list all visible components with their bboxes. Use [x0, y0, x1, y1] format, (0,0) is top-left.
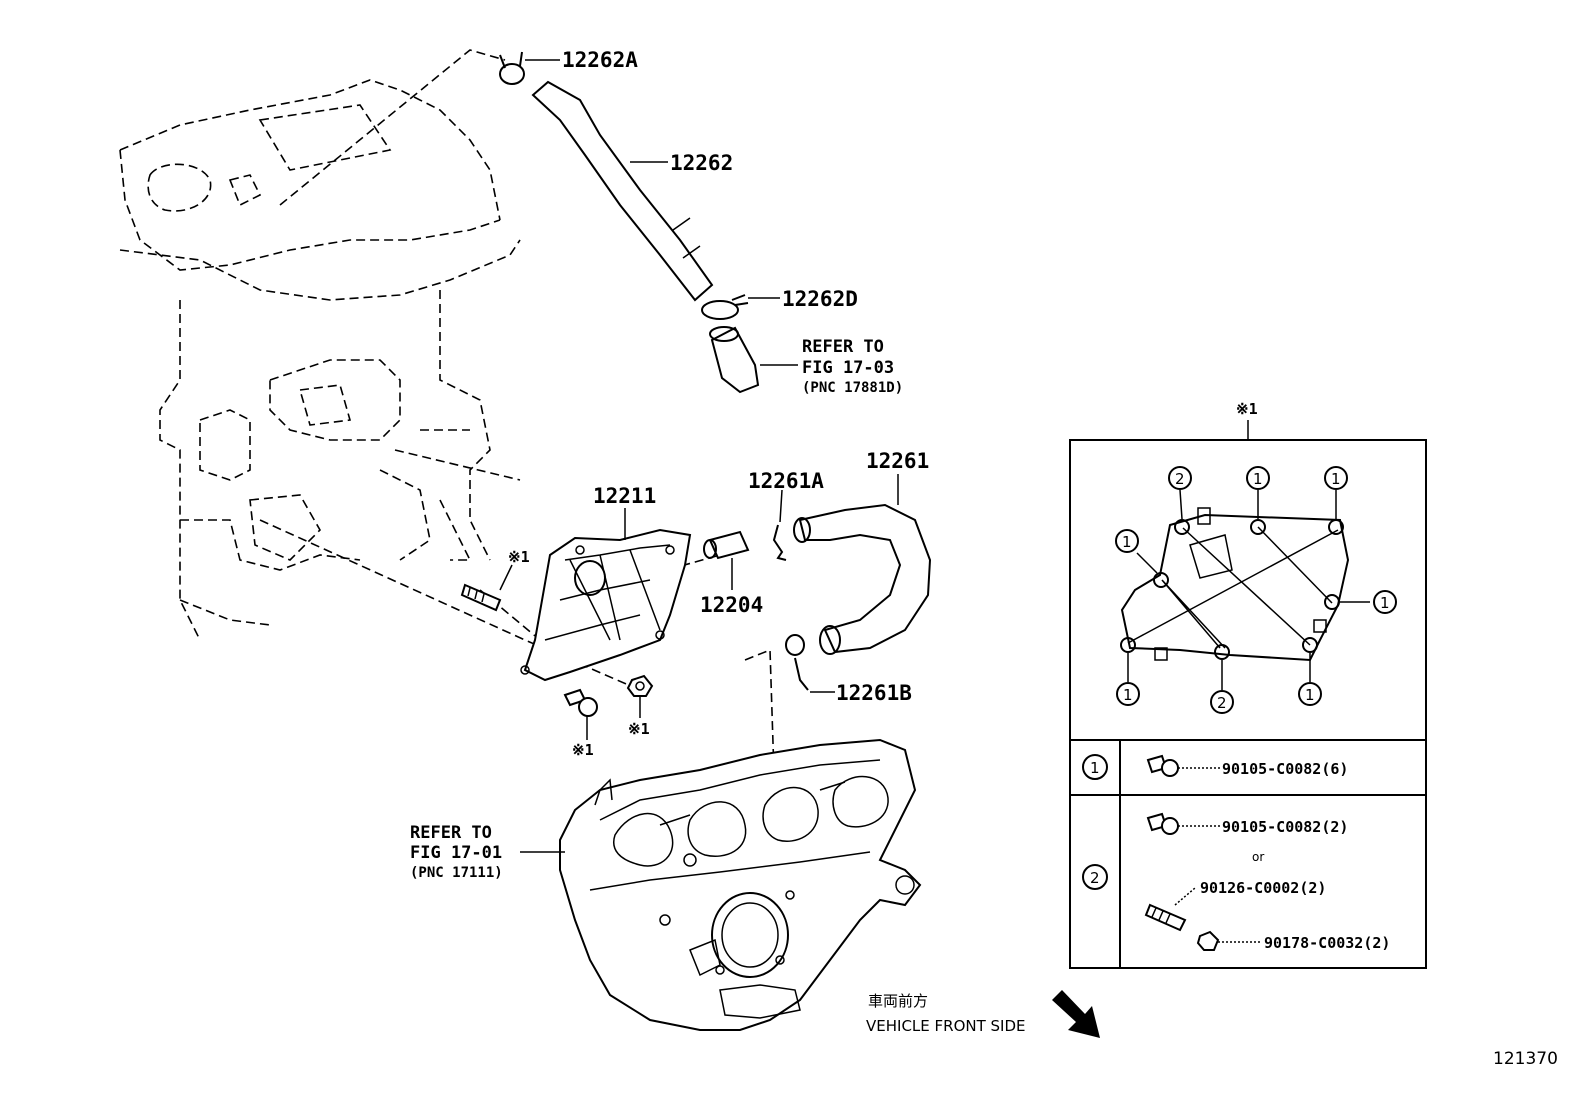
label-12262: 12262 [670, 151, 733, 175]
front-label-jp: 車両前方 [868, 992, 928, 1010]
leader-12261A [779, 489, 783, 523]
flange-bolt [563, 688, 598, 717]
legend-bolt-1 [1146, 754, 1179, 777]
clamp-12261B [785, 634, 809, 691]
note-bolt: ※1 [572, 741, 594, 759]
detail-circle-e: 1 [1373, 590, 1397, 614]
detail-title: ※1 [1236, 400, 1258, 418]
svg-text:1: 1 [1123, 686, 1133, 704]
engine-block-outline [119, 79, 521, 641]
clip-12261A [772, 524, 787, 561]
detail-circle-a: 2 [1168, 466, 1192, 490]
note-stud: ※1 [508, 548, 530, 566]
note-nut: ※1 [628, 720, 650, 738]
pcv-fitting [709, 326, 760, 394]
stud-bolt [460, 583, 502, 612]
detail-circle-c: 1 [1324, 466, 1348, 490]
ref-lower-line2: FIG 17-01 [410, 843, 502, 863]
ref-upper-line1: REFER TO [802, 337, 884, 357]
detail-circle-f: 1 [1116, 682, 1140, 706]
legend-stud [1144, 903, 1187, 932]
ref-lower-line1: REFER TO [410, 823, 492, 843]
legend-leader-2b [1174, 887, 1196, 906]
ref-upper-line2: FIG 17-03 [802, 358, 894, 378]
legend-row2-item2: 90126-C0002(2) [1200, 879, 1326, 897]
detail-circle-d: 1 [1115, 529, 1139, 553]
svg-text:1: 1 [1253, 470, 1263, 488]
intake-manifold [559, 738, 922, 1031]
detail-circle-b: 1 [1246, 466, 1270, 490]
hose-12262 [531, 80, 714, 302]
svg-text:2: 2 [1217, 694, 1227, 712]
legend-key-2: 2 [1082, 864, 1108, 890]
svg-text:1: 1 [1380, 594, 1390, 612]
cover-12211 [520, 528, 692, 682]
label-12211: 12211 [593, 484, 656, 508]
ref-upper-line3: (PNC 17881D) [802, 380, 903, 396]
clamp-12262D [701, 294, 749, 320]
svg-text:2: 2 [1090, 869, 1100, 887]
label-12261: 12261 [866, 449, 929, 473]
legend-row1-item: 90105-C0082(6) [1222, 760, 1348, 778]
detail-box [1069, 439, 1427, 969]
front-label-en: VEHICLE FRONT SIDE [866, 1017, 1026, 1035]
ref-lower-line3: (PNC 17111) [410, 865, 503, 881]
label-12261B: 12261B [836, 681, 912, 705]
svg-text:1: 1 [1331, 470, 1341, 488]
svg-text:1: 1 [1122, 533, 1132, 551]
front-arrow-icon [1052, 990, 1100, 1038]
svg-text:1: 1 [1090, 759, 1100, 777]
legend-bolt-2 [1146, 812, 1179, 835]
label-12204: 12204 [700, 593, 763, 617]
label-12262A: 12262A [562, 48, 638, 72]
nut [626, 674, 654, 697]
label-12261A: 12261A [748, 469, 824, 493]
detail-circle-h: 1 [1298, 682, 1322, 706]
leader-note-stud [499, 564, 513, 591]
clamp-12262A [499, 51, 525, 85]
legend-row2-item3: 90178-C0032(2) [1264, 934, 1390, 952]
legend-row2-or: or [1252, 850, 1264, 864]
legend-row2-item1: 90105-C0082(2) [1222, 818, 1348, 836]
legend-nut [1196, 930, 1220, 951]
legend-key-1: 1 [1082, 754, 1108, 780]
detail-circle-g: 2 [1210, 690, 1234, 714]
hose-12261 [793, 503, 932, 655]
valve-12204 [703, 530, 750, 560]
figure-number: 121370 [1493, 1049, 1558, 1069]
label-12262D: 12262D [782, 287, 858, 311]
svg-text:2: 2 [1175, 470, 1185, 488]
detail-cover-outline [1120, 489, 1370, 690]
svg-text:1: 1 [1305, 686, 1315, 704]
